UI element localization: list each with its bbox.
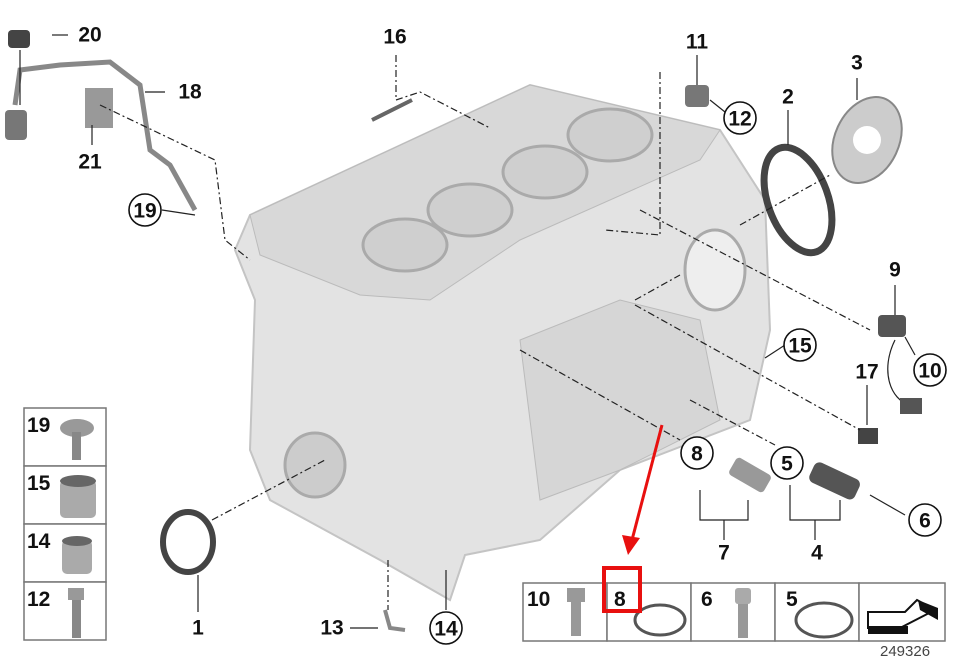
left-legend: 19 15 14 12 <box>23 407 107 641</box>
part-seal-2 <box>760 143 836 257</box>
callout-2: 2 <box>782 86 794 109</box>
bolt-10-icon <box>567 588 585 636</box>
figure-number: 249326 <box>880 643 930 660</box>
callout-7: 7 <box>718 542 730 565</box>
leader-lines <box>19 34 916 629</box>
socket-bolt-6-icon <box>735 588 751 638</box>
view-direction-arrow-icon <box>867 598 938 634</box>
o-ring-8-icon <box>633 603 687 637</box>
bottom-legend: 10 8 6 5 <box>522 582 946 642</box>
callout-6: 6 <box>919 510 931 533</box>
part-sensor-11 <box>685 85 709 107</box>
part-seal-1 <box>160 509 216 575</box>
callout-8: 8 <box>691 443 703 466</box>
callout-14: 14 <box>434 618 458 641</box>
bottom-legend-label-6: 6 <box>701 588 713 611</box>
callout-11: 11 <box>686 31 709 54</box>
callout-18: 18 <box>178 81 202 104</box>
part-bracket-21 <box>85 88 113 128</box>
callout-20: 20 <box>78 24 101 47</box>
callout-21: 21 <box>78 151 102 174</box>
bottom-legend-label-10: 10 <box>527 588 550 611</box>
part-bolt-17 <box>858 428 878 444</box>
highlight-box <box>602 566 642 613</box>
callout-16: 16 <box>383 26 406 49</box>
legend-label-19: 19 <box>27 414 50 437</box>
callout-13: 13 <box>320 617 343 640</box>
engine-block <box>233 83 772 602</box>
part-plate-3 <box>831 96 903 184</box>
callout-10: 10 <box>918 360 941 383</box>
part-oil-line-18 <box>5 30 198 212</box>
legend-label-15: 15 <box>27 472 51 495</box>
callout-1: 1 <box>192 617 204 640</box>
highlight-annotation <box>602 424 664 613</box>
bottom-legend-label-5: 5 <box>786 588 798 611</box>
flange-bolt-icon <box>60 419 94 460</box>
red-arrow-icon <box>630 424 664 541</box>
sleeve-small-icon <box>62 536 92 574</box>
callout-3: 3 <box>851 52 863 75</box>
o-ring-5-icon <box>794 601 854 639</box>
callout-5: 5 <box>781 453 793 476</box>
part-clip-13 <box>383 609 406 632</box>
part-sensor-5 <box>809 462 860 500</box>
callout-17: 17 <box>855 361 878 384</box>
callout-4: 4 <box>811 542 823 565</box>
legend-label-14: 14 <box>27 530 51 553</box>
part-bolt-16 <box>371 98 413 122</box>
callout-12: 12 <box>728 108 751 131</box>
callout-9: 9 <box>889 259 901 282</box>
callout-circles <box>128 101 947 645</box>
part-sensor-8 <box>729 457 771 493</box>
legend-label-12: 12 <box>27 588 50 611</box>
bolt-12-icon <box>68 588 84 638</box>
callout-15: 15 <box>788 335 812 358</box>
sleeve-large-icon <box>60 475 96 518</box>
callout-19: 19 <box>133 200 156 223</box>
part-sensor-9 <box>878 315 922 414</box>
bottom-legend-label-8: 8 <box>614 588 626 611</box>
